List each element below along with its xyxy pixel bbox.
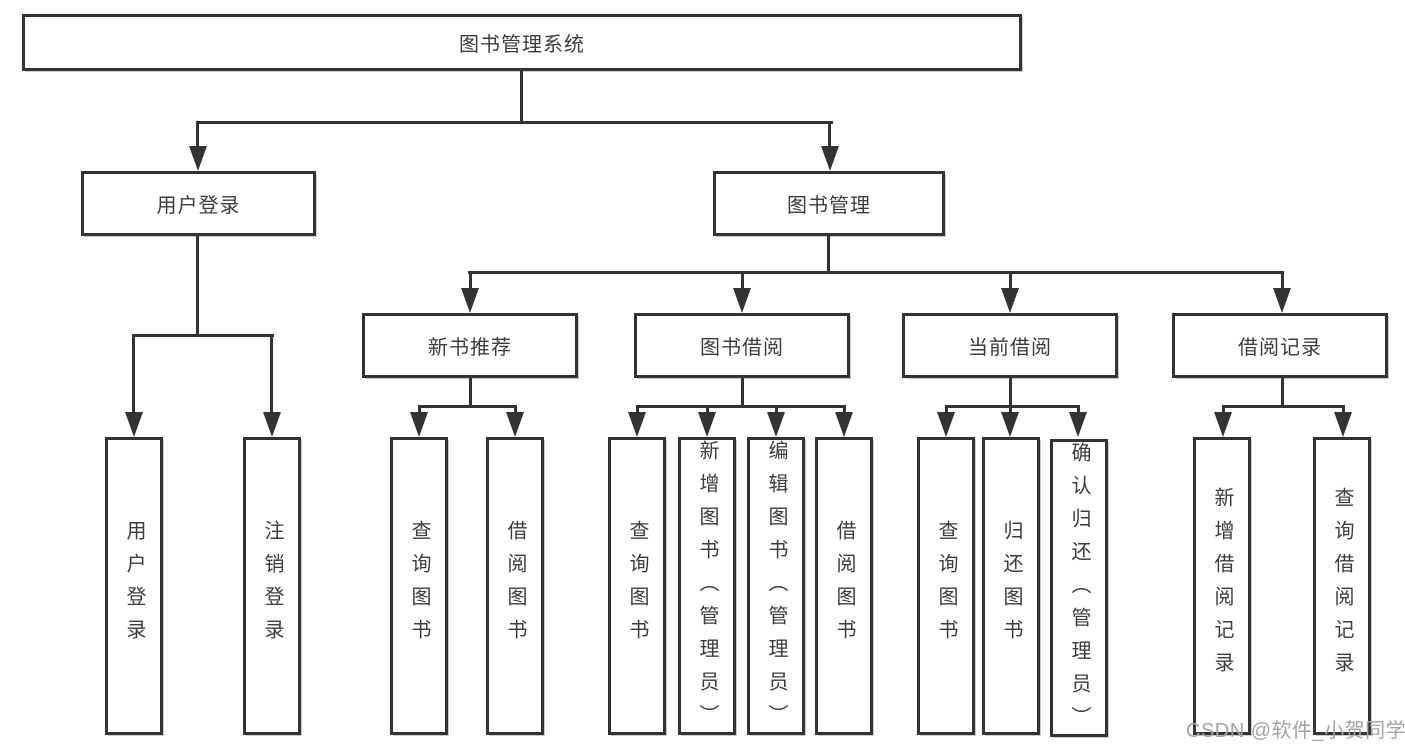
arrow-down-icon [1334, 412, 1352, 437]
connector-vline [741, 378, 744, 407]
node-root: 图书管理系统 [22, 14, 1022, 71]
connector-hline [132, 334, 274, 337]
node-label: 图书管理 [787, 195, 871, 217]
arrow-down-icon [698, 412, 716, 437]
csdn-watermark: CSDN @软件_小贺同学 [1186, 720, 1405, 742]
node-current-borrowing: 当前借阅 [902, 313, 1118, 378]
node-borrowing-records: 借阅记录 [1172, 313, 1388, 378]
connector-vline [828, 121, 831, 149]
arrow-down-icon [835, 412, 853, 437]
arrow-down-icon [461, 288, 479, 313]
node-book-management: 图书管理 [713, 171, 945, 236]
node-leaf-borrow-books-1: 借阅图书 [486, 437, 544, 735]
node-label: 新增图书（管理员） [696, 440, 718, 737]
node-label: 用户登录 [123, 520, 145, 652]
arrow-down-icon [1214, 412, 1232, 437]
node-label: 新书推荐 [428, 337, 512, 359]
node-label: 图书管理系统 [459, 34, 585, 56]
connector-vline [196, 236, 199, 336]
node-leaf-edit-books-admin: 编辑图书（管理员） [747, 437, 805, 737]
node-leaf-add-books-admin: 新增图书（管理员） [678, 437, 736, 737]
node-leaf-add-borrow-record: 新增借阅记录 [1193, 437, 1251, 735]
arrow-down-icon [1273, 288, 1291, 313]
connector-vline [1077, 405, 1080, 415]
node-label: 查询图书 [408, 520, 430, 652]
arrow-down-icon [410, 412, 428, 437]
connector-vline [1281, 378, 1284, 407]
node-label: 归还图书 [1000, 520, 1022, 652]
connector-vline [469, 271, 472, 291]
node-label: 借阅图书 [833, 520, 855, 652]
connector-vline [514, 405, 517, 415]
connector-vline [775, 405, 778, 415]
node-label: 图书借阅 [700, 337, 784, 359]
node-leaf-confirm-return-admin: 确认归还（管理员） [1050, 439, 1108, 739]
node-leaf-query-books-2: 查询图书 [608, 437, 666, 735]
connector-vline [1009, 378, 1012, 407]
node-leaf-query-borrow-record: 查询借阅记录 [1313, 437, 1371, 735]
connector-vline [827, 236, 830, 273]
connector-vline [132, 334, 135, 414]
arrow-down-icon [628, 412, 646, 437]
node-user-login: 用户登录 [81, 171, 316, 236]
arrow-down-icon [1001, 412, 1019, 437]
node-label: 注销登录 [261, 520, 283, 652]
connector-hline [945, 405, 1080, 408]
connector-vline [1009, 271, 1012, 291]
connector-vline [418, 405, 421, 415]
arrow-down-icon [1001, 288, 1019, 313]
arrow-down-icon [506, 412, 524, 437]
connector-vline [270, 334, 273, 414]
node-label: 新增借阅记录 [1211, 487, 1233, 685]
arrow-down-icon [733, 288, 751, 313]
connector-vline [1222, 405, 1225, 415]
node-leaf-query-books-1: 查询图书 [390, 437, 448, 735]
connector-vline [741, 271, 744, 291]
arrow-down-icon [821, 146, 839, 171]
node-label: 查询借阅记录 [1331, 487, 1353, 685]
connector-vline [843, 405, 846, 415]
connector-vline [1281, 271, 1284, 291]
node-label: 查询图书 [935, 520, 957, 652]
connector-hline [1222, 405, 1345, 408]
arrow-down-icon [767, 412, 785, 437]
arrow-down-icon [189, 146, 207, 171]
connector-vline [196, 121, 199, 149]
node-leaf-query-books-3: 查询图书 [917, 437, 975, 735]
connector-hline [468, 271, 1284, 274]
node-label: 借阅记录 [1238, 337, 1322, 359]
node-new-book-recommend: 新书推荐 [362, 313, 578, 378]
node-leaf-borrow-books-2: 借阅图书 [815, 437, 873, 735]
connector-vline [520, 71, 523, 123]
node-book-borrowing: 图书借阅 [634, 313, 850, 378]
connector-hline [418, 405, 517, 408]
node-label: 用户登录 [156, 195, 241, 217]
node-leaf-logout: 注销登录 [243, 437, 301, 735]
node-label: 确认归还（管理员） [1068, 442, 1090, 739]
connector-hline [196, 121, 833, 124]
node-label: 编辑图书（管理员） [765, 440, 787, 737]
connector-vline [1342, 405, 1345, 415]
arrow-down-icon [937, 412, 955, 437]
arrow-down-icon [125, 412, 143, 437]
node-leaf-return-books: 归还图书 [982, 437, 1040, 735]
node-label: 查询图书 [626, 520, 648, 652]
node-leaf-user-login: 用户登录 [105, 437, 163, 735]
connector-vline [1009, 405, 1012, 415]
arrow-down-icon [263, 412, 281, 437]
connector-vline [636, 405, 639, 415]
connector-vline [945, 405, 948, 415]
connector-vline [706, 405, 709, 415]
arrow-down-icon [1069, 412, 1087, 437]
node-label: 借阅图书 [504, 520, 526, 652]
connector-hline [636, 405, 846, 408]
connector-vline [469, 378, 472, 407]
node-label: 当前借阅 [968, 337, 1052, 359]
